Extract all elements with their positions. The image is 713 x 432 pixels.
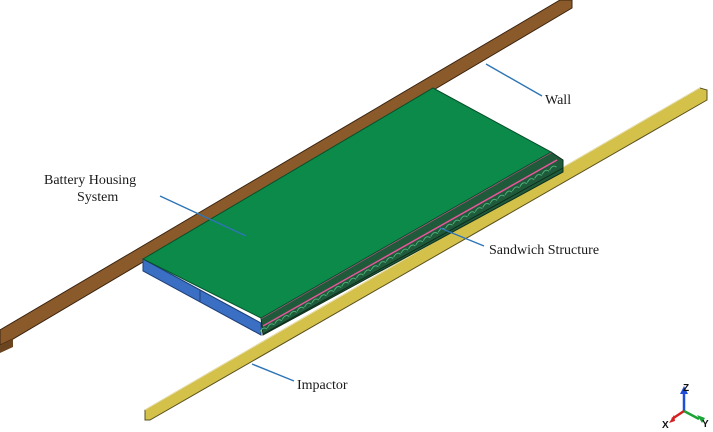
corrugation-tooth [497,194,505,200]
corrugation-tooth [452,219,461,225]
corrugation-tooth [385,256,394,262]
corrugation-tooth [460,215,468,221]
wall-leader [485,63,543,97]
corrugation-tooth [259,327,268,333]
corrugation-tooth [526,178,535,183]
axis-triad: Z Y X [662,383,709,431]
corrugation-tooth [489,198,498,204]
corrugation-tooth [274,319,283,324]
corrugation-tooth [474,207,483,212]
sandwich-label: Sandwich Structure [489,243,599,258]
wall-label: Wall [545,93,571,108]
corrugation-tooth [512,186,520,192]
corrugation-tooth [326,290,335,295]
y-axis-label: Y [702,419,709,430]
battery-housing-sides [142,258,262,336]
battery-label-line1: Battery Housing [44,173,136,188]
battery-leader [159,195,247,237]
x-axis-arrow [669,415,675,423]
corrugation-tooth [504,190,513,196]
y-axis-line [683,409,700,421]
sandwich-leader [439,227,485,247]
corrugation-tooth [549,165,557,171]
y-axis-arrow [697,415,705,423]
corrugation-tooth [541,169,550,175]
impactor-label: Impactor [297,378,348,393]
corrugation-tooth [296,306,305,312]
battery-label-line2: System [77,190,118,205]
battery-housing-top [141,87,553,319]
corrugation-tooth [467,211,476,217]
corrugation-tooth [422,236,431,241]
x-axis-label: X [662,420,669,431]
impactor-leader [251,363,295,382]
corrugation-tooth [318,294,327,300]
corrugation-tooth [281,315,290,320]
impactor-strip [144,87,708,421]
corrugation-tooth [363,269,372,275]
corrugation-tooth [408,244,416,250]
corrugation-tooth [370,265,379,270]
corrugation-tooth [534,173,543,179]
corrugation-tooth [519,182,528,187]
z-axis-arrow [680,386,688,394]
corrugation-tooth [393,252,401,258]
corrugation-tooth [482,203,491,208]
corrugation-tooth [430,232,439,237]
corrugation-tooth [311,298,320,304]
corrugation-tooth [333,286,342,291]
corrugation-tooth [378,261,387,266]
corrugation-tooth [400,248,409,254]
corrugation-tooth [415,240,424,246]
leader-lines [159,63,543,382]
corrugation-tooth [445,223,453,229]
corrugation-tooth [356,273,364,279]
corrugation-tooth [341,281,349,287]
corrugation-tooth [304,302,312,308]
corrugation-tooth [348,277,357,283]
z-axis-label: Z [683,383,689,394]
corrugation-tooth [289,310,297,316]
corrugation-tooth [266,323,275,329]
